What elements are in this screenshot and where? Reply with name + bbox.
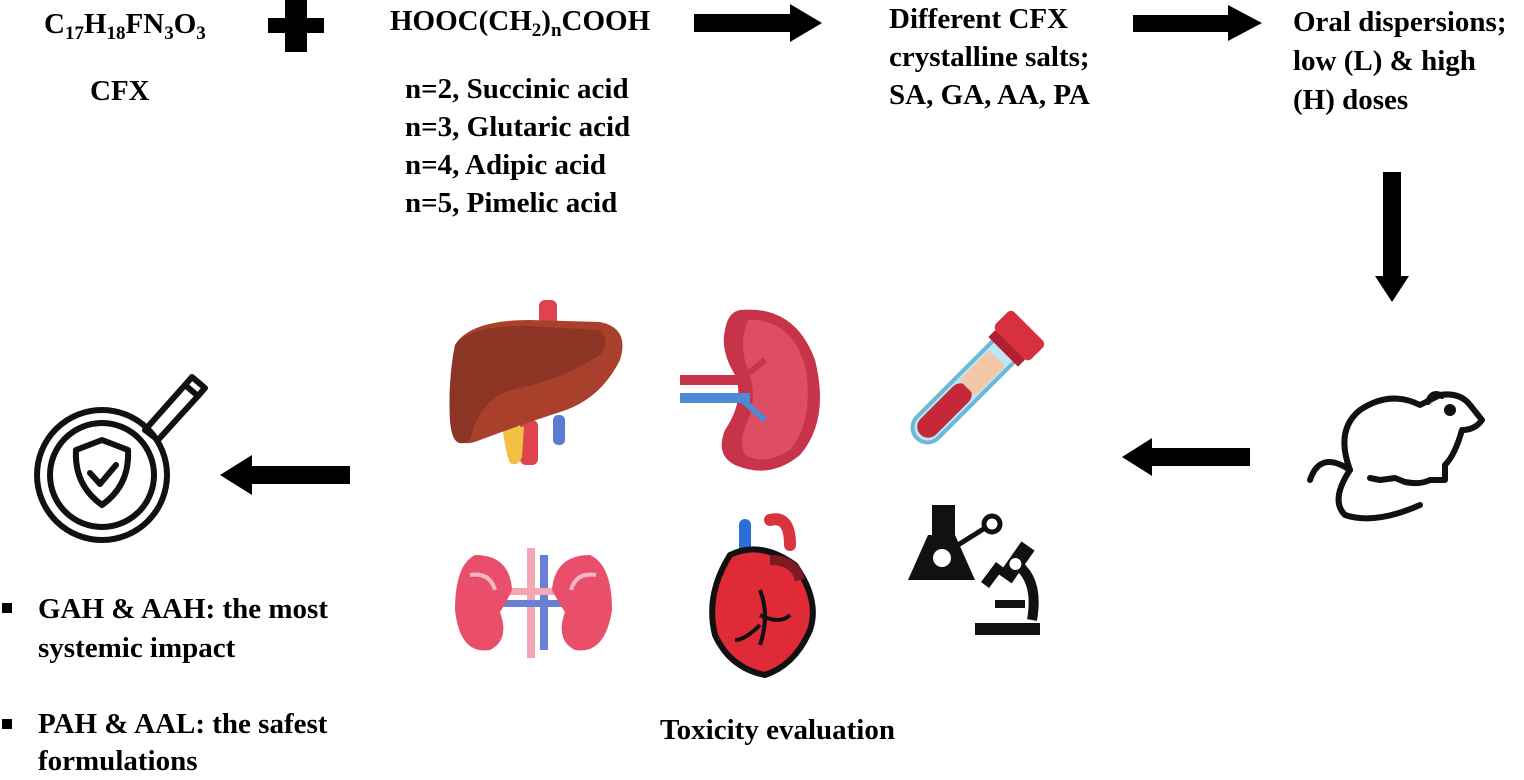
- conclusion-line: PAH & AAL: the safest: [38, 708, 328, 740]
- lab-microscope-icon: [908, 505, 1040, 635]
- cfx-label: CFX: [90, 75, 150, 107]
- plus-icon: [268, 0, 324, 52]
- acid-item: n=2, Succinic acid: [405, 73, 629, 105]
- liver-icon: [449, 300, 623, 465]
- heart-icon: [709, 513, 816, 679]
- kidneys-icon: [455, 548, 612, 658]
- arrow-down-icon: [1375, 172, 1409, 302]
- product-line: SA, GA, AA, PA: [889, 79, 1090, 111]
- spleen-icon: [680, 309, 820, 471]
- product-line: crystalline salts;: [889, 41, 1090, 73]
- bullet-marker: [2, 603, 12, 613]
- cfx-formula: C17H18FN3O3: [44, 8, 206, 44]
- dosing-line: Oral dispersions;: [1293, 6, 1507, 38]
- arrow-right-icon: [694, 4, 822, 42]
- product-line: Different CFX: [889, 3, 1069, 35]
- bullet-marker: [2, 719, 12, 729]
- acid-formula: HOOC(CH2)nCOOH: [390, 5, 651, 41]
- arrow-right-icon: [1133, 5, 1262, 41]
- acid-item: n=5, Pimelic acid: [405, 187, 618, 219]
- acid-item: n=4, Adipic acid: [405, 149, 607, 181]
- arrow-left-icon: [220, 455, 350, 495]
- dosing-line: low (L) & high: [1293, 45, 1476, 77]
- blood-tube-icon: [910, 310, 1045, 445]
- safety-check-icon: [34, 374, 208, 543]
- toxicity-label: Toxicity evaluation: [660, 714, 895, 746]
- conclusion-line: GAH & AAH: the most: [38, 593, 328, 625]
- acid-item: n=3, Glutaric acid: [405, 111, 631, 143]
- rat-icon: [1307, 391, 1485, 522]
- dosing-line: (H) doses: [1293, 84, 1409, 116]
- conclusion-line: systemic impact: [38, 632, 236, 664]
- arrow-left-icon: [1122, 438, 1250, 476]
